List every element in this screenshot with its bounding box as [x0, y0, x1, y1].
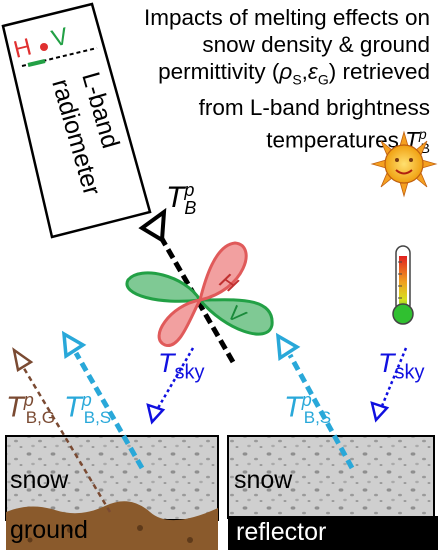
tsky-left-sub: sky [174, 361, 205, 384]
tbs-left-label: TpB,S [64, 390, 111, 428]
tbs-right-sub: B,S [303, 408, 332, 428]
tsky-left-label: Tsky [158, 348, 205, 384]
tbg-arrow [12, 347, 112, 513]
tsky-right-sub: sky [394, 361, 425, 384]
title-line-1: Impacts of melting effects on [144, 5, 430, 30]
tbg-label: TpB,G [6, 390, 55, 428]
tb-main-sub: B [184, 198, 197, 218]
radiometer-dot [40, 43, 48, 51]
tsky-left-arrow [146, 347, 195, 425]
tsky-right-label: Tsky [378, 348, 425, 384]
right-reflector-label: reflector [236, 518, 327, 546]
thermometer-icon [392, 245, 414, 325]
radiometer-pol-h: H [11, 33, 34, 63]
tsky-right-symbol: T [378, 348, 395, 378]
tsky-right-arrow [370, 347, 408, 423]
right-reflector-layer [228, 516, 438, 550]
title: Impacts of melting effects on snow densi… [100, 4, 430, 162]
tsky-left-symbol: T [158, 348, 175, 378]
tbs-right-symbol: T [284, 391, 302, 424]
right-snow-label: snow [234, 466, 293, 494]
tbg-symbol: T [6, 391, 24, 424]
tbs-right-sup: p [301, 390, 312, 410]
title-line-3: permittivity (ρS,εG) retrieved [158, 59, 430, 88]
tbg-sub: B,G [25, 408, 56, 428]
left-snow-label: snow [10, 466, 69, 494]
tbs-left-sub: B,S [83, 408, 112, 428]
sun-icon [370, 130, 438, 198]
tb-main-sup: p [184, 180, 195, 200]
polarization-wave [125, 241, 274, 347]
title-line-4: from L-band brightness [198, 94, 430, 120]
right-snow-layer [227, 435, 435, 519]
title-line-5: temperatures TpB [266, 125, 430, 156]
title-line-2: snow density & ground [202, 32, 430, 57]
tbs-left-arrow [61, 330, 145, 470]
tb-main-label: TpB [166, 180, 196, 219]
radiometer-green-mark [27, 59, 46, 67]
tbs-left-sup: p [81, 390, 92, 410]
radiometer-pol-v: V [49, 23, 71, 53]
left-ground-layer [6, 501, 218, 550]
tbs-right-arrow [275, 332, 355, 470]
left-ground-label: ground [10, 516, 88, 544]
tb-main-symbol: T [166, 181, 185, 214]
tbg-sup: p [23, 390, 34, 410]
tbs-left-symbol: T [64, 391, 82, 424]
tbs-right-label: TpB,S [284, 390, 331, 428]
